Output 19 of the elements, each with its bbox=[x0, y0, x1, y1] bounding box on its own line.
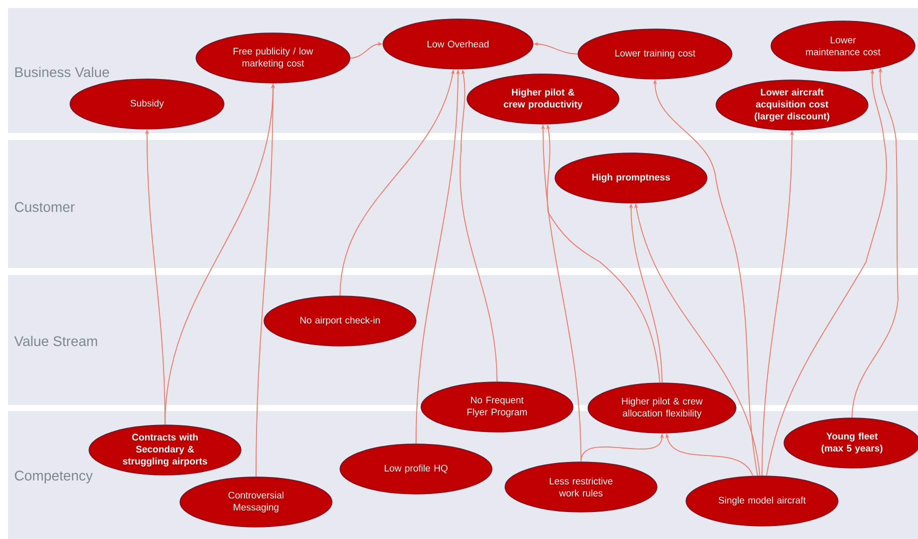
ellipse-node: High promptness bbox=[554, 152, 708, 204]
lane-label: Customer bbox=[14, 202, 75, 212]
ellipse-node: Lower aircraft acquisition cost (larger discount) bbox=[716, 80, 868, 130]
ellipse-node: Single model aircraft bbox=[686, 476, 838, 526]
ellipse-node: Lower maintenance cost bbox=[770, 20, 916, 72]
ellipse-node: Less restrictive work rules bbox=[504, 462, 658, 512]
ellipse-node: No airport check-in bbox=[264, 296, 416, 346]
lane-label: Business Value bbox=[15, 66, 110, 78]
ellipse-node: Free publicity / low marketing cost bbox=[196, 32, 350, 84]
ellipse-node: Low Overhead bbox=[382, 18, 534, 70]
ellipse-node: Young fleet (max 5 years) bbox=[784, 418, 918, 468]
ellipse-node: Higher pilot & crew allocation flexibility bbox=[588, 382, 736, 434]
ellipse-node: Controversial Messaging bbox=[180, 476, 332, 528]
ellipse-node: Higher pilot & crew productivity bbox=[466, 74, 620, 124]
ellipse-node: Low profile HQ bbox=[340, 444, 492, 494]
ellipse-node: No Frequent Flyer Program bbox=[420, 382, 574, 432]
ellipse-node: Subsidy bbox=[70, 78, 224, 130]
ellipse-node: Lower training cost bbox=[578, 28, 732, 80]
lane-label: Value Stream bbox=[14, 336, 98, 346]
